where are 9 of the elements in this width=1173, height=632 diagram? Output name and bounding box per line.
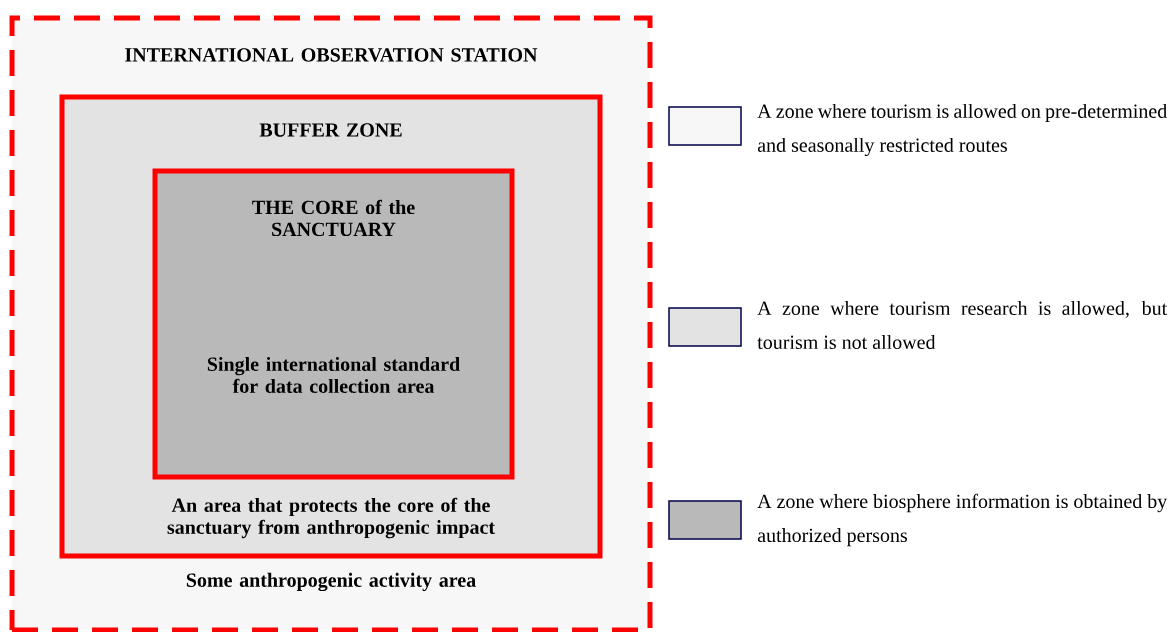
zone-description: Some anthropogenic activity area <box>186 572 476 592</box>
zone-description: Single international standard for data collection area <box>207 356 460 393</box>
zone-title: INTERNATIONAL OBSERVATION STATION <box>125 48 538 62</box>
zone-title: THE CORE of the SANCTUARY <box>252 199 415 237</box>
zone-description: An area that protects the core of the sanctuary from anthropogenic impact <box>167 497 495 539</box>
zone-title: BUFFER ZONE <box>259 123 402 137</box>
legend-text: A zone where biosphere information is obtained by authorized persons <box>757 493 1168 547</box>
legend-text: A zone where tourism is allowed on pre-determined and seasonally restricted routes <box>757 103 1167 157</box>
legend-text: A zone where tourism research is allowed, but tourism is not allowed <box>757 300 1168 349</box>
